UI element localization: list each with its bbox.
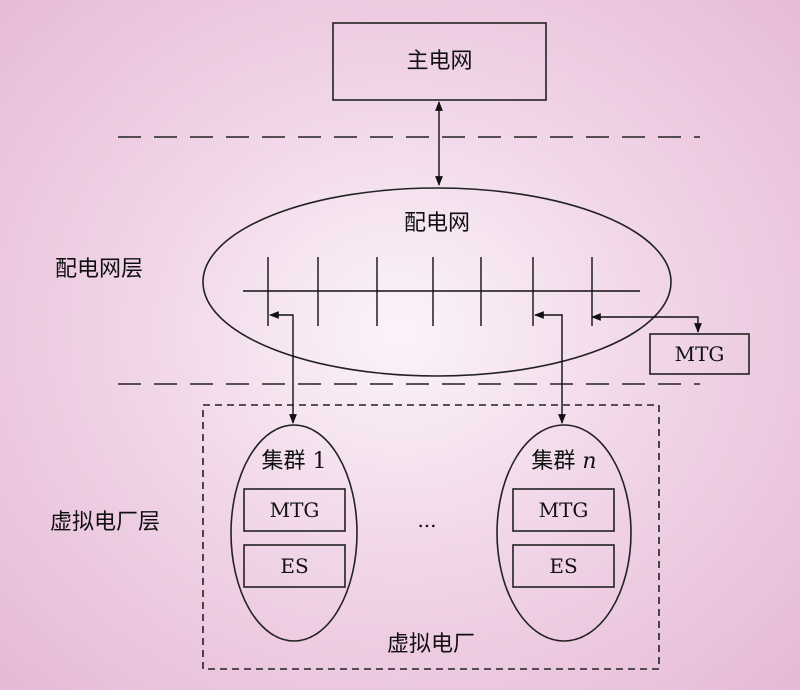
main-grid-label: 主电网 [406,49,472,74]
distribution-network-ellipse [202,187,672,377]
distribution-to-clustern-arrow [534,311,566,424]
external-mtg-label: MTG [675,342,725,366]
cluster-n-mtg-box [512,488,615,532]
distribution-network-label: 配电网 [404,211,470,236]
distribution-network-node: 配电网 [202,187,672,377]
distribution-layer-label: 配电网层 [55,257,143,282]
cluster-n-ellipse [496,424,632,642]
vpp-layer-label: 虚拟电厂层 [50,510,160,535]
vpp-container [202,404,660,670]
cluster-1-es-label: ES [280,554,308,578]
cluster-n: 集群 n MTG ES [496,424,632,642]
cluster-title-prefix: 集群 [531,449,582,474]
vpp-label: 虚拟电厂 [387,632,475,657]
cluster-1-ellipse [230,424,358,642]
main-grid-node: 主电网 [332,22,547,101]
cluster-title-index: n [582,449,596,474]
cluster-n-title: 集群 n [531,449,596,474]
clusters-ellipsis: ... [417,508,436,532]
cluster-1-es-box [243,544,346,588]
distribution-to-cluster1-arrow [269,311,297,424]
cluster-1-mtg-label: MTG [270,498,320,522]
cluster-1-mtg-box [243,488,346,532]
external-mtg-node: MTG [649,333,750,375]
cluster-title-prefix: 集群 [262,449,313,474]
external-mtg-box [649,333,750,375]
cluster-n-mtg-label: MTG [539,498,589,522]
cluster-n-es-box [512,544,615,588]
main-grid-box [332,22,547,101]
distribution-to-mtg-arrow [591,313,702,333]
cluster-n-es-label: ES [549,554,577,578]
cluster-1: 集群 1 MTG ES [230,424,358,642]
cluster-title-index: 1 [313,449,327,474]
cluster-1-title: 集群 1 [262,449,327,474]
